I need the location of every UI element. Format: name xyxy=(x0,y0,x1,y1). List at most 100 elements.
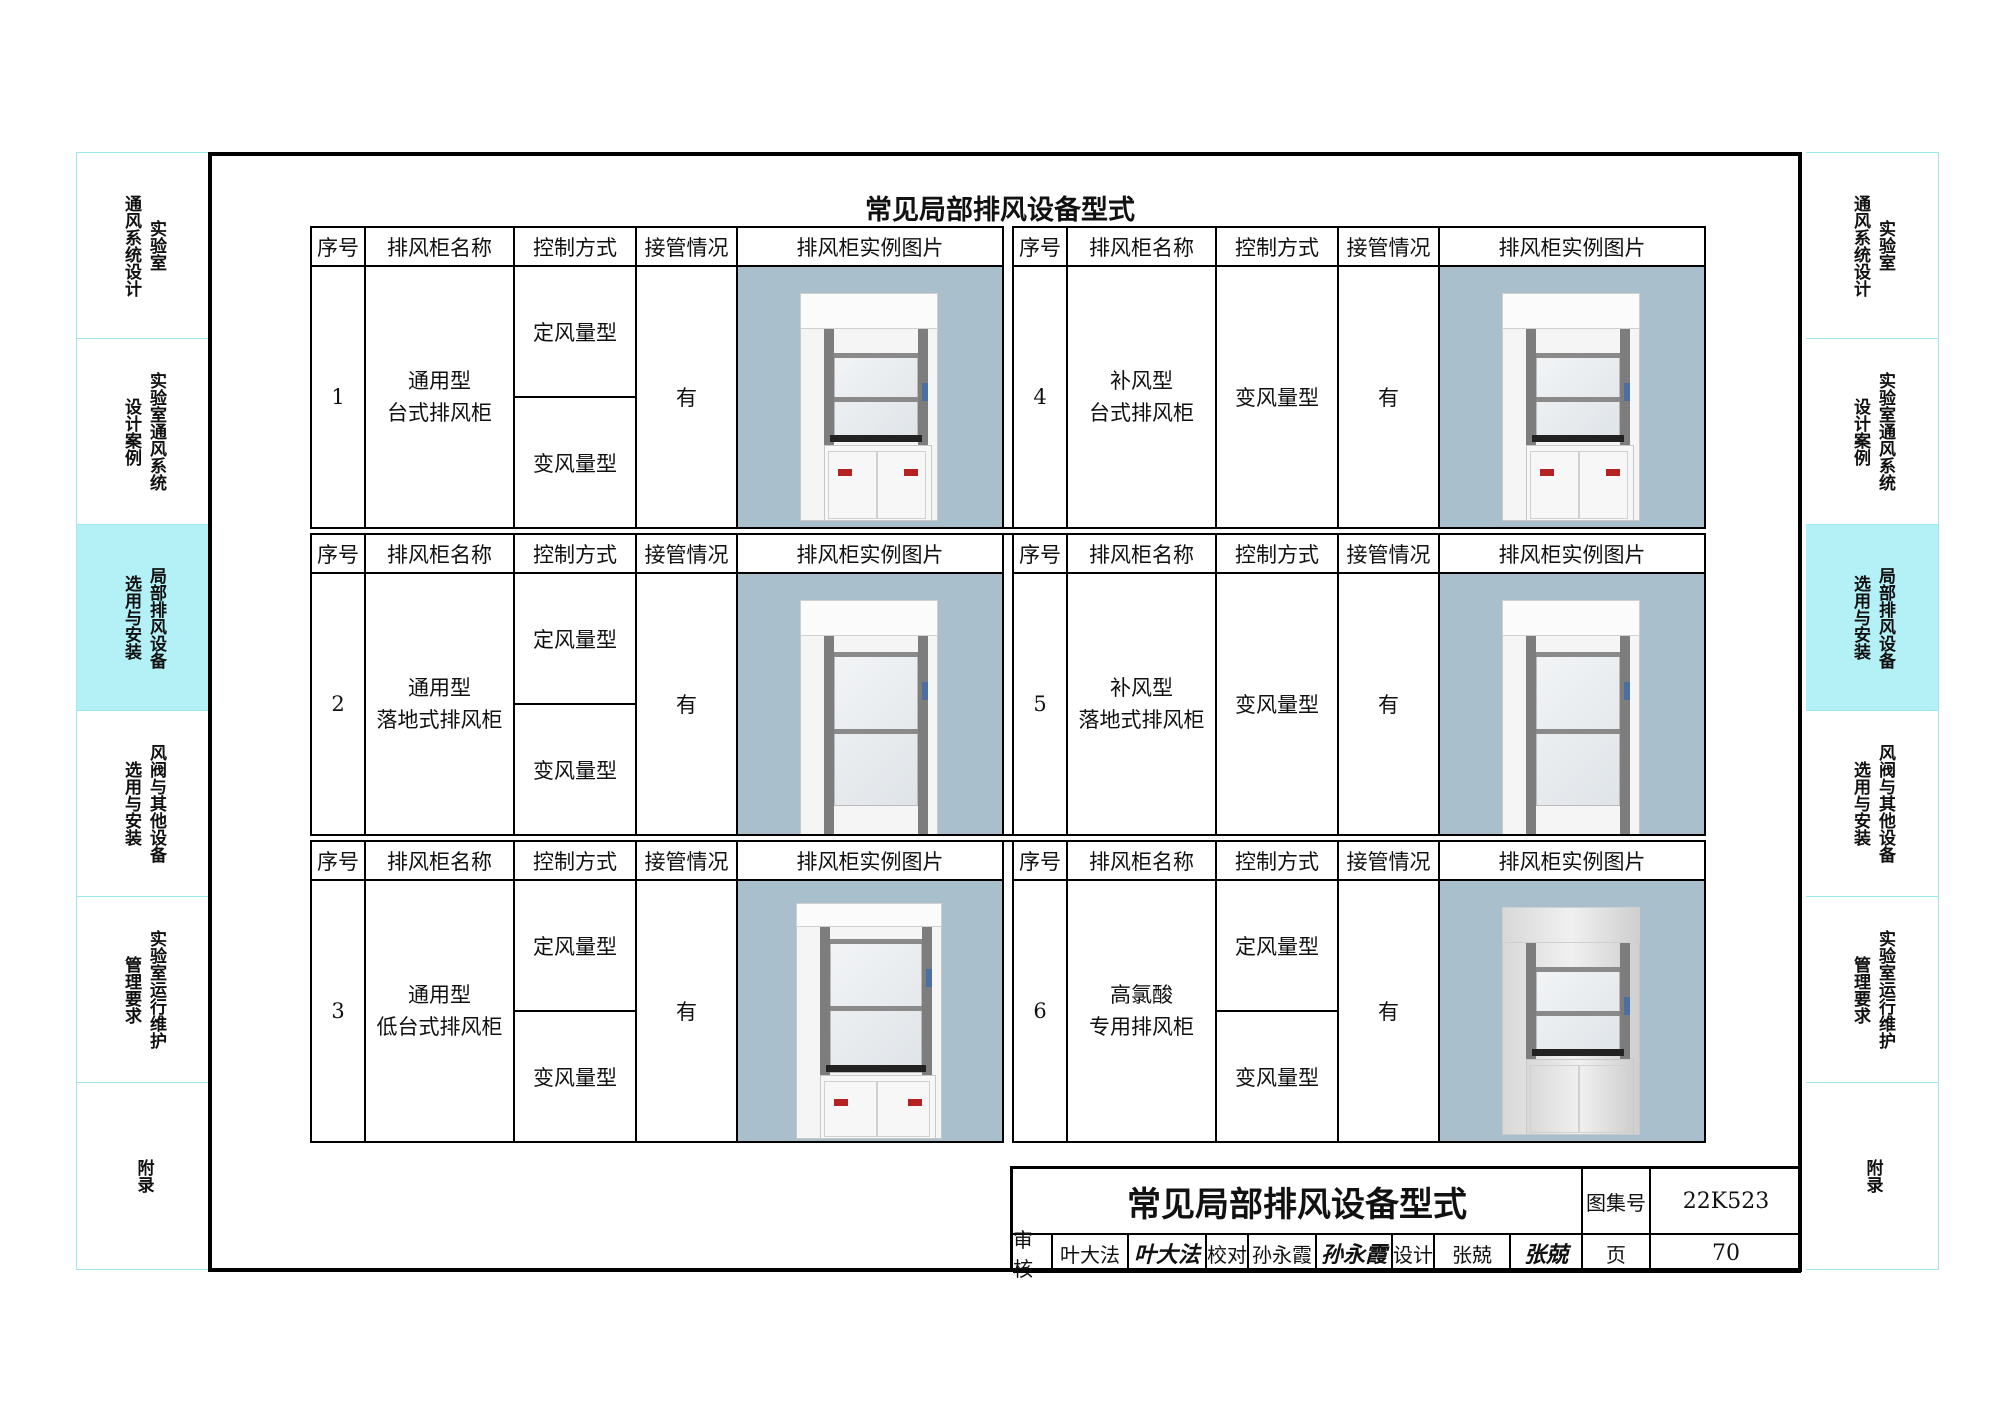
column-header-photo: 排风柜实例图片 xyxy=(1438,533,1706,574)
control-mode: 定风量型 xyxy=(1215,879,1339,1012)
nav-tab[interactable]: 实验室通风系统设计 xyxy=(1806,153,1938,339)
column-header-control: 控制方式 xyxy=(1215,226,1339,267)
hood-name: 高氯酸专用排风柜 xyxy=(1066,879,1217,1143)
column-header-name: 排风柜名称 xyxy=(364,226,515,267)
nav-tab[interactable]: 实验室运行维护管理要求 xyxy=(1806,897,1938,1083)
nav-tab-label: 局部排风设备 xyxy=(146,566,166,669)
nav-tab-label: 实验室运行维护 xyxy=(146,930,166,1049)
fume-hood-image xyxy=(1441,575,1702,833)
nav-tab-label: 实验室 xyxy=(1875,220,1895,271)
page-title: 常见局部排风设备型式 xyxy=(865,195,1135,226)
fume-hood-image xyxy=(739,882,1000,1140)
atlas-number: 22K523 xyxy=(1651,1169,1801,1235)
nav-tab[interactable]: 附录 xyxy=(1806,1083,1938,1269)
hood-name: 补风型台式排风柜 xyxy=(1066,265,1217,529)
nav-tab-label: 选用与安装 xyxy=(121,761,141,846)
control-mode: 变风量型 xyxy=(513,703,637,836)
hood-photo xyxy=(1438,265,1706,529)
title-block: 常见局部排风设备型式 图集号 22K523 审核 叶大法 叶大法 校对 孙永霞 … xyxy=(1010,1166,1801,1281)
hood-name-line: 通用型 xyxy=(408,983,471,1007)
reviewer-name: 叶大法 xyxy=(1053,1235,1129,1273)
column-header-duct: 接管情况 xyxy=(635,226,738,267)
column-header-no: 序号 xyxy=(1012,840,1068,881)
nav-tab-label: 实验室运行维护 xyxy=(1875,930,1895,1049)
control-mode: 定风量型 xyxy=(513,879,637,1012)
column-header-no: 序号 xyxy=(310,840,366,881)
nav-tab-label: 风阀与其他设备 xyxy=(146,744,166,863)
nav-tab[interactable]: 实验室通风系统设计案例 xyxy=(77,339,209,525)
nav-tab-label: 局部排风设备 xyxy=(1875,566,1895,669)
control-mode: 变风量型 xyxy=(1215,572,1339,836)
hood-name-line: 补风型 xyxy=(1110,369,1173,393)
nav-tab[interactable]: 实验室运行维护管理要求 xyxy=(77,897,209,1083)
nav-tab-label: 实验室 xyxy=(146,220,166,271)
nav-tab-label: 附录 xyxy=(133,1159,154,1193)
photo-frame xyxy=(1441,882,1702,1140)
nav-tab-label: 实验室通风系统 xyxy=(146,372,166,491)
column-header-photo: 排风柜实例图片 xyxy=(736,840,1004,881)
duct-connection: 有 xyxy=(635,879,738,1143)
nav-tab-label: 管理要求 xyxy=(121,955,141,1024)
hood-name-line: 专用排风柜 xyxy=(1089,1015,1194,1039)
column-header-name: 排风柜名称 xyxy=(1066,533,1217,574)
nav-tab[interactable]: 风阀与其他设备选用与安装 xyxy=(77,711,209,897)
nav-tab[interactable]: 实验室通风系统设计 xyxy=(77,153,209,339)
nav-tab-label: 设计案例 xyxy=(121,397,141,466)
duct-connection: 有 xyxy=(1337,265,1440,529)
column-header-control: 控制方式 xyxy=(513,533,637,574)
hood-name: 补风型落地式排风柜 xyxy=(1066,572,1217,836)
row-number: 1 xyxy=(310,265,366,529)
nav-tab[interactable]: 实验室通风系统设计案例 xyxy=(1806,339,1938,525)
photo-frame xyxy=(1441,268,1702,526)
hood-name-line: 补风型 xyxy=(1110,676,1173,700)
row-number: 3 xyxy=(310,879,366,1143)
column-header-control: 控制方式 xyxy=(1215,533,1339,574)
checker-signature: 孙永霞 xyxy=(1317,1235,1393,1273)
nav-tab-label: 选用与安装 xyxy=(1850,575,1870,660)
nav-tab-label: 实验室通风系统 xyxy=(1875,372,1895,491)
row-number: 4 xyxy=(1012,265,1068,529)
nav-tab[interactable]: 局部排风设备选用与安装 xyxy=(77,525,209,711)
hood-name-line: 台式排风柜 xyxy=(1089,401,1194,425)
column-header-duct: 接管情况 xyxy=(1337,226,1440,267)
hood-photo xyxy=(1438,879,1706,1143)
control-mode: 变风量型 xyxy=(1215,1010,1339,1143)
nav-tab-label: 设计案例 xyxy=(1850,397,1870,466)
check-label: 校对 xyxy=(1207,1235,1249,1273)
column-header-duct: 接管情况 xyxy=(1337,840,1440,881)
hood-name-line: 台式排风柜 xyxy=(387,401,492,425)
nav-tab-label: 管理要求 xyxy=(1850,955,1870,1024)
design-label: 设计 xyxy=(1393,1235,1435,1273)
duct-connection: 有 xyxy=(635,265,738,529)
nav-tab-label: 通风系统设计 xyxy=(121,194,141,297)
hood-name-line: 落地式排风柜 xyxy=(376,708,503,732)
column-header-no: 序号 xyxy=(1012,533,1068,574)
row-number: 2 xyxy=(310,572,366,836)
hood-name-line: 通用型 xyxy=(408,676,471,700)
control-mode: 变风量型 xyxy=(513,396,637,529)
nav-tab[interactable]: 局部排风设备选用与安装 xyxy=(1806,525,1938,711)
photo-frame xyxy=(739,268,1000,526)
column-header-name: 排风柜名称 xyxy=(364,533,515,574)
right-nav: 实验室通风系统设计 实验室通风系统设计案例 局部排风设备选用与安装 风阀与其他设… xyxy=(1806,152,1939,1270)
column-header-photo: 排风柜实例图片 xyxy=(1438,226,1706,267)
hood-name-line: 通用型 xyxy=(408,369,471,393)
column-header-name: 排风柜名称 xyxy=(1066,840,1217,881)
reviewer-signature: 叶大法 xyxy=(1129,1235,1207,1273)
nav-tab[interactable]: 风阀与其他设备选用与安装 xyxy=(1806,711,1938,897)
fume-hood-image xyxy=(1441,882,1702,1140)
nav-tab[interactable]: 附录 xyxy=(77,1083,209,1269)
duct-connection: 有 xyxy=(1337,879,1440,1143)
control-mode: 变风量型 xyxy=(513,1010,637,1143)
column-header-duct: 接管情况 xyxy=(1337,533,1440,574)
hood-name: 通用型落地式排风柜 xyxy=(364,572,515,836)
nav-tab-label: 附录 xyxy=(1862,1159,1883,1193)
photo-frame xyxy=(739,575,1000,833)
checker-name: 孙永霞 xyxy=(1249,1235,1317,1273)
control-mode: 定风量型 xyxy=(513,572,637,705)
hood-name-line: 落地式排风柜 xyxy=(1078,708,1205,732)
nav-tab-label: 选用与安装 xyxy=(121,575,141,660)
hood-name: 通用型低台式排风柜 xyxy=(364,879,515,1143)
column-header-photo: 排风柜实例图片 xyxy=(736,226,1004,267)
hood-photo xyxy=(736,572,1004,836)
